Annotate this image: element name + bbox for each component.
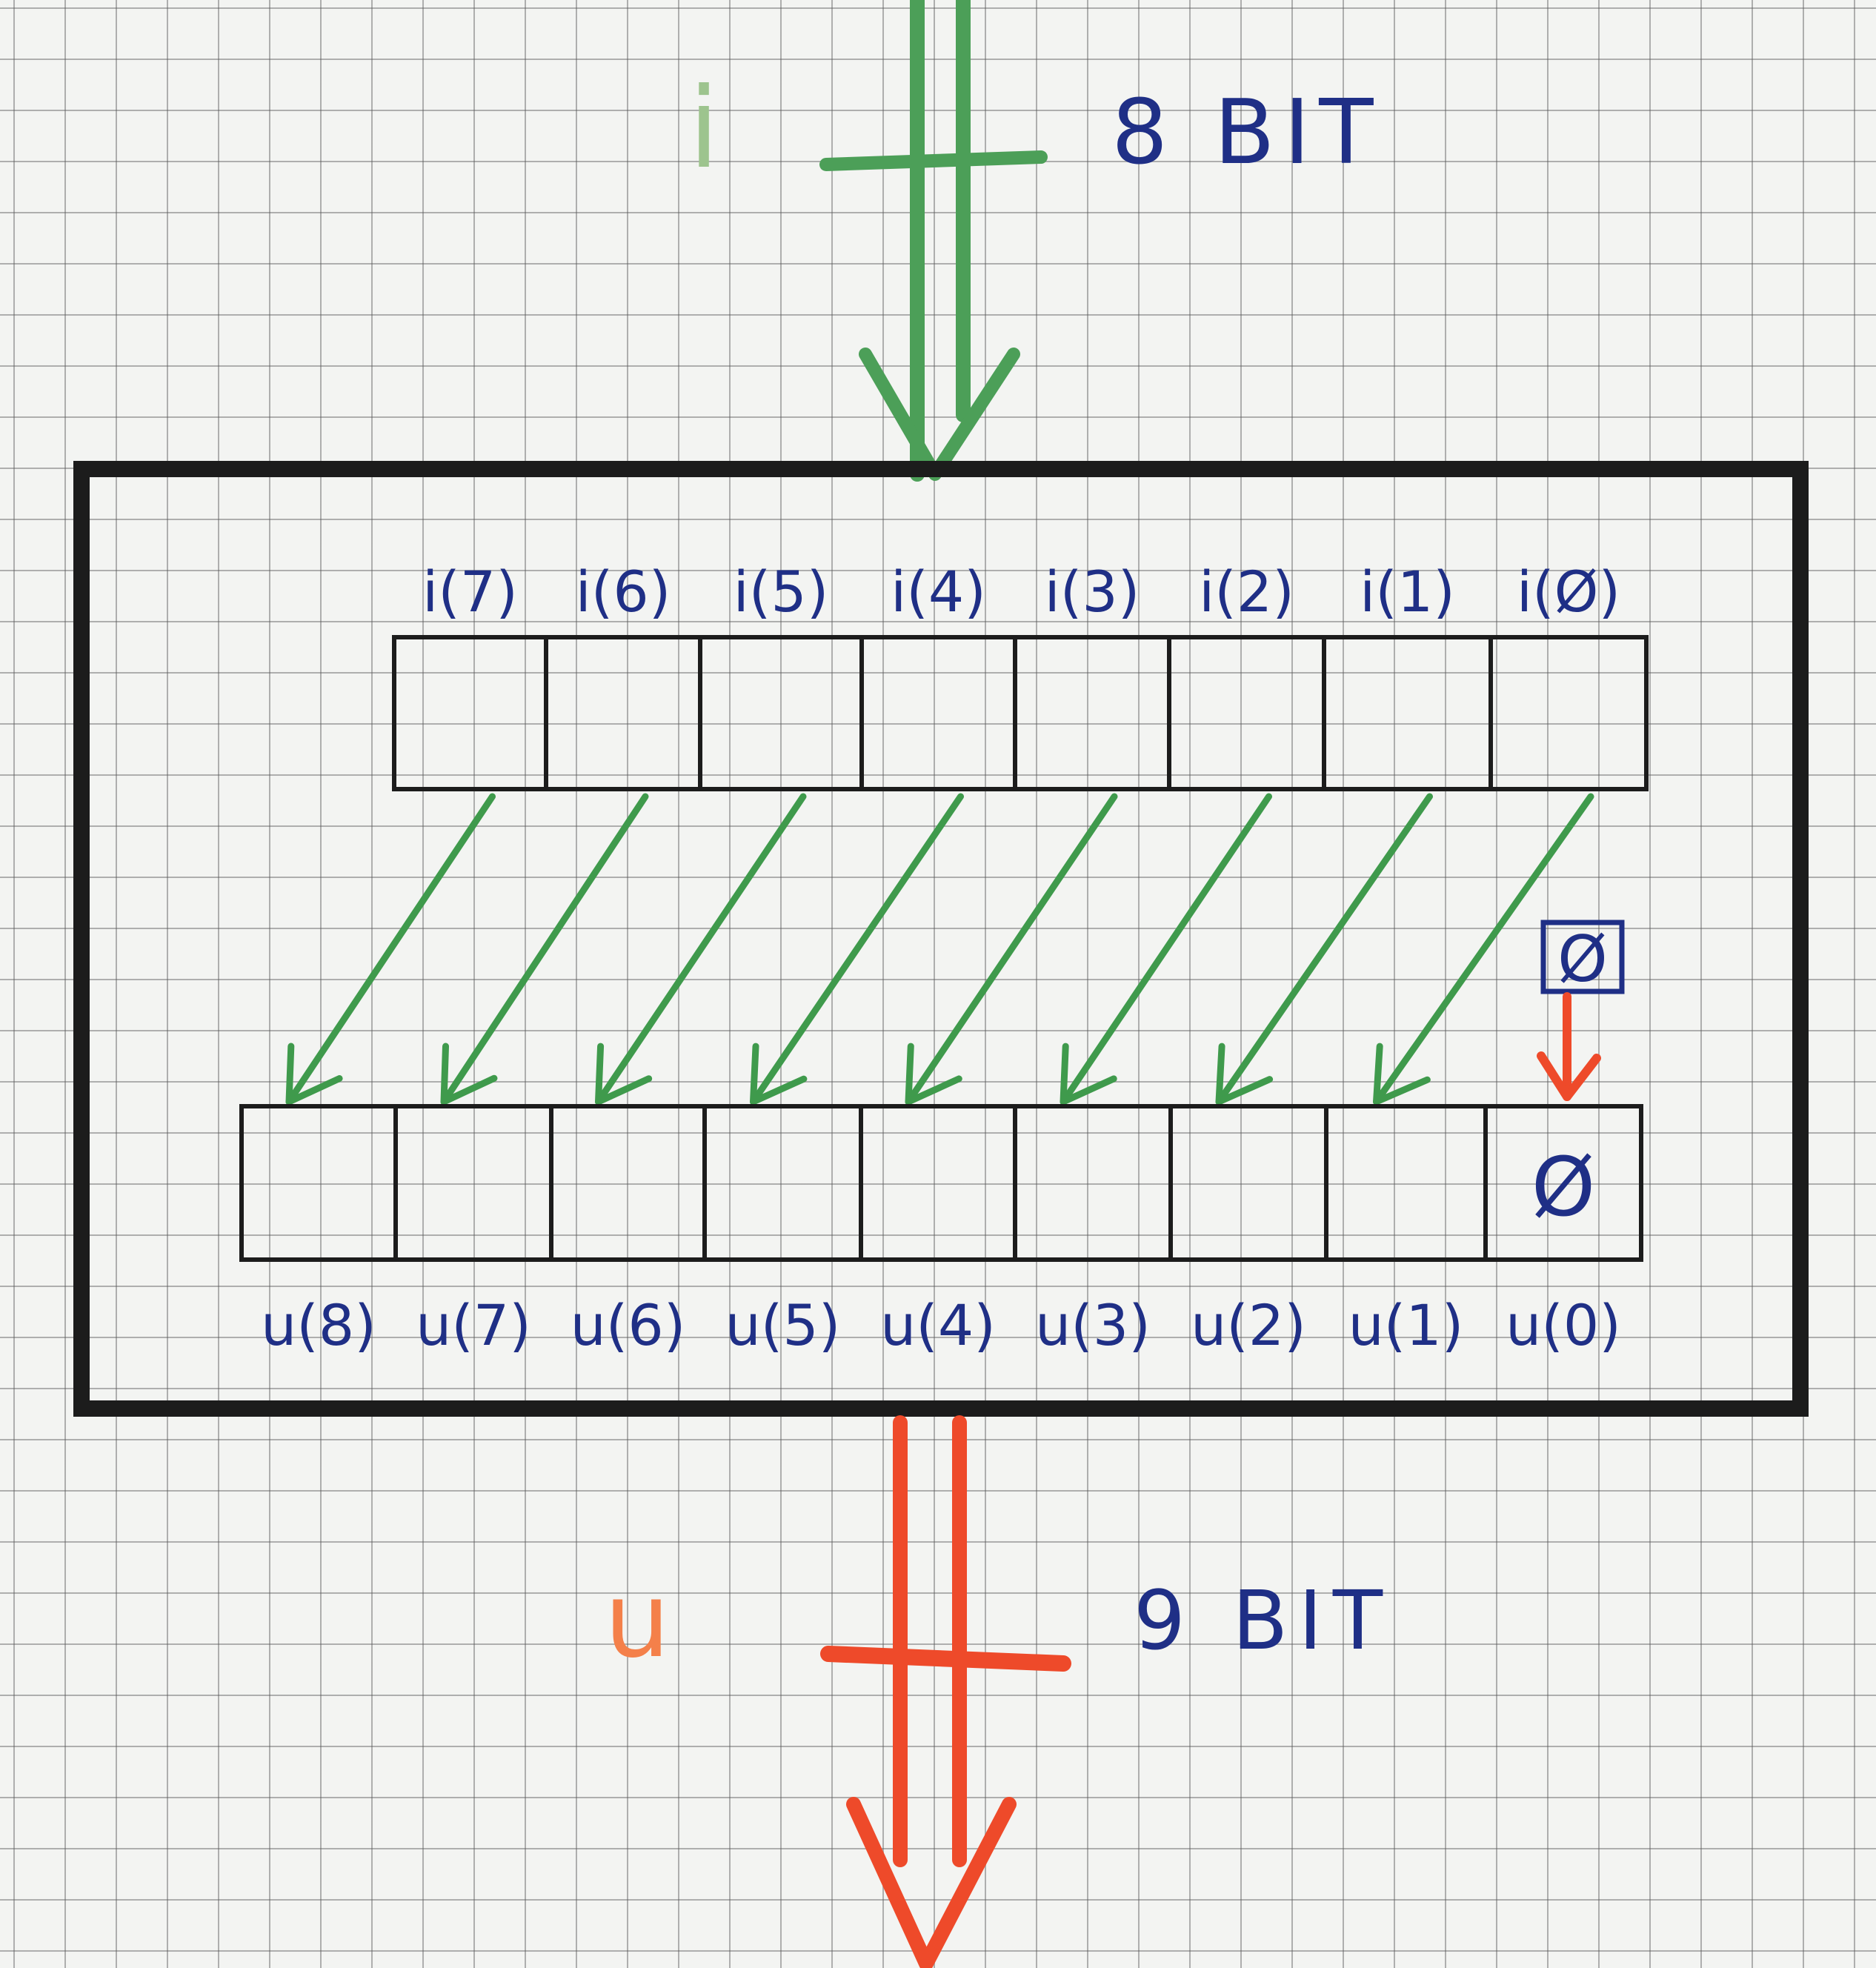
shift-arrow [905, 793, 1118, 1106]
input-bit-label: i(3) [1045, 559, 1140, 625]
output-bit-label: u(4) [880, 1292, 996, 1358]
input-register-cells [392, 635, 1649, 791]
output-cell [702, 1104, 863, 1262]
input-cell [1489, 635, 1649, 791]
input-cell [1167, 635, 1326, 791]
input-bit-label: i(2) [1199, 559, 1294, 625]
output-bit-label: u(6) [571, 1292, 686, 1358]
output-bit-label: u(7) [416, 1292, 531, 1358]
register-block [73, 461, 1809, 1417]
output-bus-width-tick [820, 1646, 1071, 1672]
output-cell [1483, 1104, 1643, 1262]
shift-arrow [285, 793, 496, 1106]
output-cell [549, 1104, 707, 1262]
output-bit-label: u(1) [1348, 1292, 1464, 1358]
shift-arrow [750, 793, 964, 1106]
output-cell [1013, 1104, 1173, 1262]
input-bit-label: i(1) [1360, 559, 1455, 625]
output-bus-arrowhead [846, 1797, 1017, 1968]
input-bit-label: i(5) [734, 559, 829, 625]
shift-arrow [595, 793, 807, 1106]
output-cell [1324, 1104, 1488, 1262]
output-bus-width-label: 9 BIT [1134, 1573, 1393, 1668]
input-cell [392, 635, 548, 791]
output-bus-label: u [605, 1560, 671, 1681]
output-bit-label: u(8) [261, 1292, 376, 1358]
output-cell [1168, 1104, 1328, 1262]
shift-arrows [285, 793, 1594, 1106]
output-bit-labels: u(8) u(7) u(6) u(5) u(4) u(3) u(2) u(1) u(0) [261, 1292, 1621, 1358]
shift-arrow [1373, 793, 1594, 1106]
zero-fill-arrow [1537, 992, 1601, 1101]
input-bus-label: i [688, 64, 719, 193]
zero-source-box [1540, 920, 1625, 994]
shift-arrow [1060, 793, 1272, 1106]
output-bit-label: u(0) [1506, 1292, 1621, 1358]
input-cell [1322, 635, 1493, 791]
shift-arrow [1215, 793, 1433, 1106]
output-bit-label: u(5) [725, 1292, 841, 1358]
zero-source-label: Ø [1557, 922, 1608, 997]
input-bus-width-tick [819, 150, 1048, 171]
input-bus-width-label: 8 BIT [1111, 82, 1383, 184]
input-bit-label: i(4) [891, 559, 986, 625]
shift-arrow [440, 793, 649, 1106]
zero-value: Ø [1531, 1140, 1596, 1234]
output-cell [239, 1104, 398, 1262]
input-bit-labels: i(7) i(6) i(5) i(4) i(3) i(2) i(1) i(Ø) [422, 559, 1620, 625]
input-bus [819, 0, 1048, 482]
input-cell [544, 635, 702, 791]
input-bit-label: i(Ø) [1517, 559, 1620, 625]
output-bit-label: u(2) [1191, 1292, 1306, 1358]
output-bit-label: u(3) [1035, 1292, 1151, 1358]
output-cell [393, 1104, 553, 1262]
output-cell [859, 1104, 1017, 1262]
output-register-cells [239, 1104, 1643, 1262]
input-bit-label: i(6) [576, 559, 671, 625]
output-bus [820, 1415, 1071, 1968]
input-cell [1013, 635, 1171, 791]
input-cell [698, 635, 864, 791]
input-bit-label: i(7) [422, 559, 518, 625]
input-cell [859, 635, 1017, 791]
input-bus-arrowhead [859, 348, 1020, 481]
